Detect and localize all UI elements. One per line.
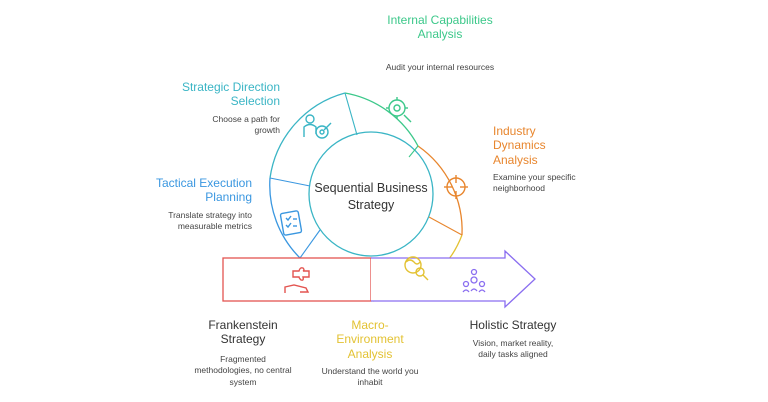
divider-direction-internal bbox=[344, 92, 358, 136]
clipboard-checklist-icon bbox=[279, 210, 303, 236]
ring-segment-direction bbox=[269, 92, 346, 179]
holistic-arrow bbox=[371, 249, 536, 309]
frankenstein-desc: Fragmented methodologies, no central sys… bbox=[194, 354, 292, 387]
tactical-title: Tactical Execution Planning bbox=[155, 176, 252, 205]
ring-segment-industry bbox=[417, 145, 463, 236]
divider-tactical-direction bbox=[269, 177, 311, 187]
divider-industry-macro bbox=[428, 216, 463, 236]
crosshair-target-icon bbox=[444, 175, 468, 199]
person-target-icon bbox=[303, 114, 332, 139]
industry-title: Industry Dynamics Analysis bbox=[493, 124, 546, 167]
direction-title: Strategic Direction Selection bbox=[181, 80, 280, 109]
divider-internal-industry bbox=[408, 145, 419, 158]
divider-tactical-base bbox=[299, 229, 321, 259]
team-network-icon bbox=[462, 268, 486, 293]
holistic-desc: Vision, market reality, daily tasks alig… bbox=[472, 338, 554, 360]
center-circle bbox=[308, 131, 434, 257]
direction-desc: Choose a path for growth bbox=[212, 114, 280, 136]
industry-desc: Examine your specific neighborhood bbox=[493, 172, 576, 194]
ring-segment-tactical bbox=[269, 177, 301, 259]
center-title: Sequential Business Strategy bbox=[314, 181, 428, 212]
macro-title: Macro-Environment Analysis bbox=[336, 318, 404, 361]
internal-desc: Audit your internal resources bbox=[385, 62, 495, 72]
holistic-title: Holistic Strategy bbox=[469, 318, 557, 332]
globe-magnifier-icon bbox=[404, 256, 429, 281]
ring-segment-internal bbox=[344, 92, 419, 147]
frankenstein-box bbox=[222, 257, 372, 302]
puzzle-hand-icon bbox=[284, 267, 310, 293]
internal-title: Internal Capabilities Analysis bbox=[387, 13, 493, 42]
frankenstein-title: Frankenstein Strategy bbox=[208, 318, 278, 347]
tactical-desc: Translate strategy into measurable metri… bbox=[168, 210, 252, 232]
gear-magnifier-icon bbox=[386, 97, 412, 123]
macro-desc: Understand the world you inhabit bbox=[321, 366, 419, 388]
